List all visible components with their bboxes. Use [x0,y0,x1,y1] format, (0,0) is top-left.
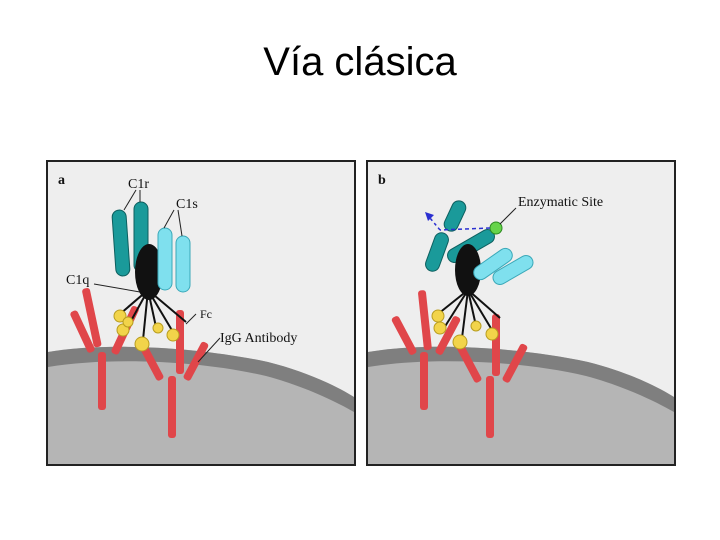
label-c1s: C1s [176,197,198,212]
leader-lines [93,189,221,363]
leader-line-enzymatic [499,207,517,225]
panel-a-letter: a [58,173,65,188]
c1q-head-b [455,244,481,296]
panel-a-diagram: a C1r C1s C1q Fc IgG Antibody [48,162,354,464]
c1r-subunits [111,201,149,277]
c1q-stalks-b [437,289,501,339]
cleavage-arrow-shaft [429,217,441,231]
c1q-globular-heads-b [431,309,499,350]
cleavage-arrowhead [425,212,434,221]
label-enzymatic-site: Enzymatic Site [518,195,603,210]
c1s-subunits-b [473,247,534,285]
panel-b-diagram: b Enzymatic Site [368,162,674,464]
label-c1r: C1r [128,177,149,192]
cleavage-arrow-line [439,227,491,231]
panel-b-letter: b [378,173,386,188]
c1q-head [135,244,163,300]
panel-b: b Enzymatic Site [366,160,676,466]
label-fc: Fc [200,307,212,321]
igg-antibody-right [138,310,209,438]
slide-title: Vía clásica [263,40,457,84]
label-c1q: C1q [66,273,89,288]
label-igg-antibody: IgG Antibody [220,331,297,346]
igg-antibody-left-b [391,290,461,410]
c1q-globular-heads [113,309,180,352]
igg-antibody-right-b [456,314,528,438]
c1s-subunits [157,227,191,293]
panel-a: a C1r C1s C1q Fc IgG Antibody [46,160,356,466]
